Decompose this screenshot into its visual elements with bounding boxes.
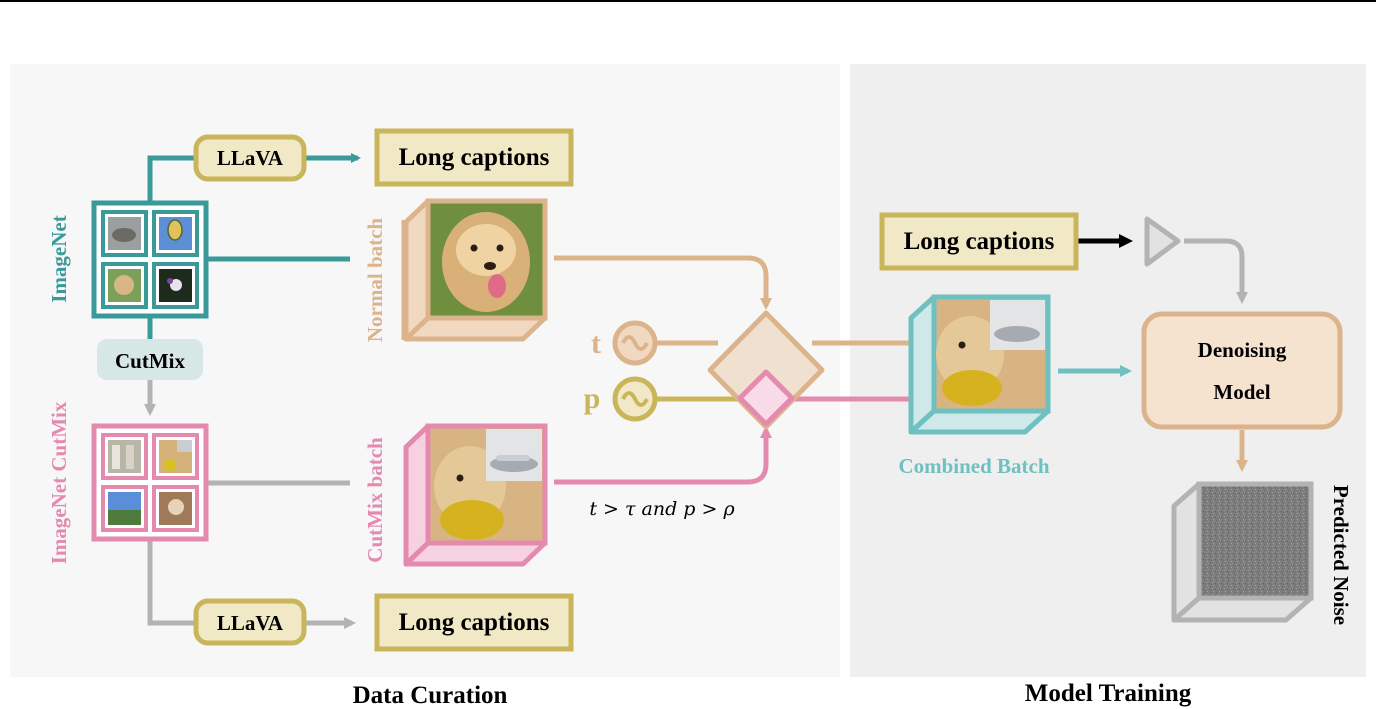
cutmix-label: CutMix (115, 349, 185, 373)
selector-inner-diamond (737, 369, 795, 427)
cutmix-grid (91, 423, 209, 542)
denoising-label-line1: Denoising (1198, 338, 1287, 362)
encoder-to-model-arrow (1184, 238, 1248, 304)
imagenet-label: ImageNet (47, 215, 71, 302)
combined-batch-label: Combined Batch (898, 454, 1049, 478)
predicted-noise-cube (1171, 481, 1314, 623)
long-captions-top-label: Long captions (399, 144, 550, 171)
llava-bottom-node (193, 598, 307, 646)
t-symbol: t (591, 327, 601, 360)
cutgrid-to-llava-line (147, 540, 196, 626)
normal-batch-cube (401, 198, 548, 342)
long-captions-right-box (879, 212, 1079, 271)
predicted-noise-label: Predicted Noise (1329, 485, 1353, 625)
denoising-label-line2: Model (1213, 380, 1270, 404)
combined-batch-cube (908, 294, 1051, 435)
denoising-model-box (1141, 311, 1343, 430)
text-encoder-icon (1144, 216, 1181, 267)
long-captions-right-label: Long captions (904, 228, 1055, 255)
cutmix-pill (97, 339, 203, 380)
normal-to-selector-arrow (554, 255, 772, 310)
data-curation-title: Data Curation (353, 682, 508, 709)
condition-label: t > τ and p > ρ (589, 498, 735, 520)
llava-top-node (193, 134, 307, 182)
imagenet-to-llava-line (147, 155, 196, 203)
long-captions-top-box (374, 128, 574, 187)
long-captions-bottom-box (374, 593, 574, 652)
model-training-title: Model Training (1025, 680, 1192, 707)
cutmix-batch-label: CutMix batch (363, 437, 387, 563)
llava-bottom-label: LLaVA (217, 611, 284, 635)
cutmix-to-selector-arrow (554, 426, 772, 485)
cutmix-batch-cube (403, 423, 548, 567)
imagenet-cutmix-label: ImageNet CutMix (47, 401, 71, 564)
p-symbol: p (584, 382, 601, 415)
normal-batch-label: Normal batch (363, 218, 387, 343)
llava-top-label: LLaVA (217, 146, 284, 170)
t-sampler-icon (612, 320, 658, 366)
imagenet-grid (91, 200, 209, 319)
long-captions-bottom-label: Long captions (399, 609, 550, 636)
p-sampler-icon (612, 376, 658, 422)
